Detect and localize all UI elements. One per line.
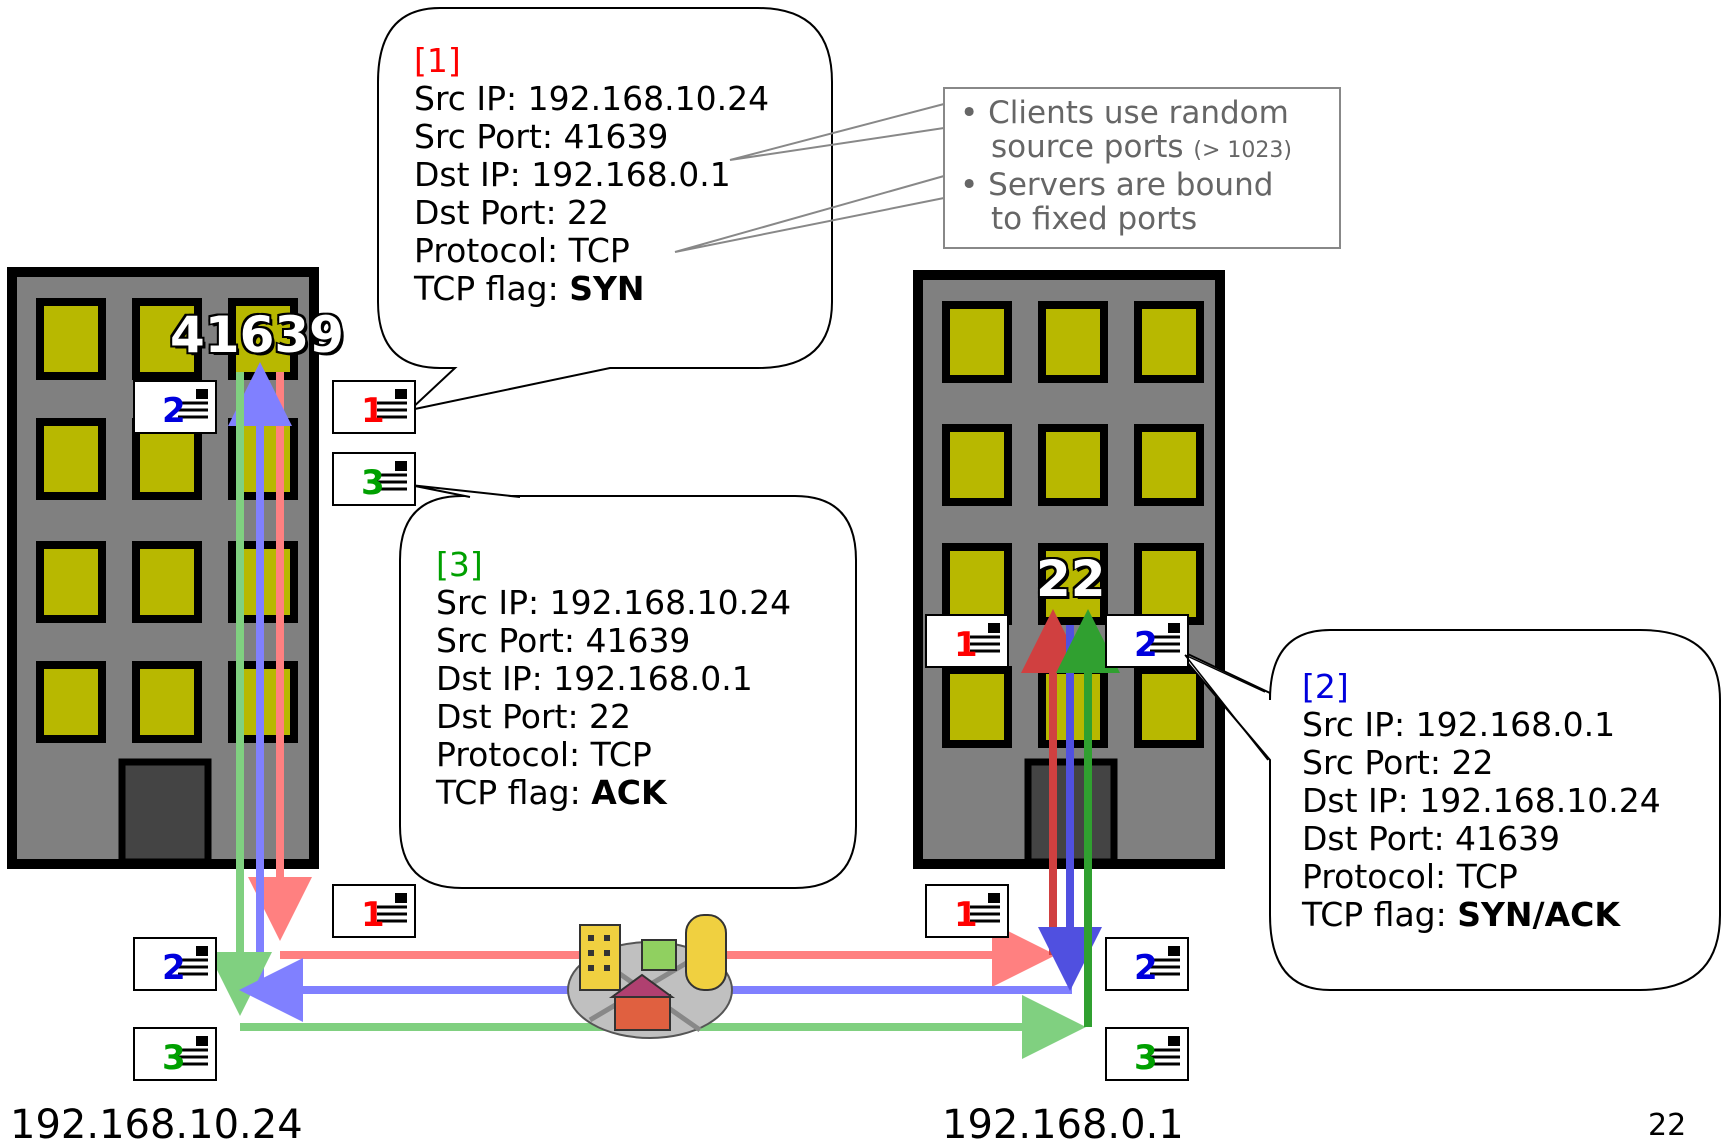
bubble-1-src-port: Src Port: 41639	[414, 118, 769, 156]
server-port-label: 22	[1036, 550, 1106, 608]
bubble-1-dst-port: Dst Port: 22	[414, 194, 769, 232]
internet-icon	[568, 915, 732, 1038]
bubble-3-title: [3]	[436, 546, 791, 584]
envelope-packet-2: 2	[1106, 615, 1188, 667]
note-item-1: • Clients use random	[960, 96, 1292, 130]
bubble-1-dst-ip: Dst IP: 192.168.0.1	[414, 156, 769, 194]
envelope-packet-3: 3	[333, 453, 415, 505]
envelope-packet-3: 3	[134, 1028, 216, 1080]
envelope-number: 3	[361, 463, 385, 503]
server-building-window	[946, 305, 1008, 379]
bubble-3-dst-ip: Dst IP: 192.168.0.1	[436, 660, 791, 698]
bubble-2-title: [2]	[1302, 668, 1661, 706]
bubble-2-dst-ip: Dst IP: 192.168.10.24	[1302, 782, 1661, 820]
server-building-window	[1042, 428, 1104, 502]
note-item-2: • Servers are bound	[960, 168, 1292, 202]
envelope-number: 2	[1134, 625, 1158, 665]
bubble-3-flag-label: TCP flag:	[436, 773, 581, 812]
server-building-window	[1138, 670, 1200, 744]
note-text: • Clients use random source ports (> 102…	[960, 96, 1292, 236]
envelope-packet-2: 2	[1106, 938, 1188, 990]
bubble-1-text: [1] Src IP: 192.168.10.24 Src Port: 4163…	[414, 42, 769, 308]
server-building-window	[946, 547, 1008, 621]
envelope-number: 2	[162, 391, 186, 431]
server-building-window	[1138, 305, 1200, 379]
client-building-window	[136, 665, 198, 739]
bubble-2-flag: SYN/ACK	[1457, 895, 1620, 934]
bubble-2-text: [2] Src IP: 192.168.0.1 Src Port: 22 Dst…	[1302, 668, 1661, 934]
bubble-2-src-port: Src Port: 22	[1302, 744, 1661, 782]
bubble-2-src-ip: Src IP: 192.168.0.1	[1302, 706, 1661, 744]
client-port-label: 41639	[170, 306, 344, 364]
server-building-window	[1042, 305, 1104, 379]
envelope-packet-1: 1	[333, 381, 415, 433]
bubble-3-text: [3] Src IP: 192.168.10.24 Src Port: 4163…	[436, 546, 791, 812]
bubble-2-dst-port: Dst Port: 41639	[1302, 820, 1661, 858]
server-building-window	[1138, 547, 1200, 621]
bubble-3-flag: ACK	[591, 773, 666, 812]
envelope-packet-1: 1	[333, 885, 415, 937]
bubble-3-src-ip: Src IP: 192.168.10.24	[436, 584, 791, 622]
server-building-window	[946, 428, 1008, 502]
client-ip-label: 192.168.10.24	[10, 1102, 303, 1148]
page-number: 22	[1648, 1108, 1686, 1143]
note-item-1-cont: source ports (> 1023)	[960, 130, 1292, 168]
bubble-1-protocol: Protocol: TCP	[414, 232, 769, 270]
bubble-1-src-ip: Src IP: 192.168.10.24	[414, 80, 769, 118]
envelope-packet-3: 3	[1106, 1028, 1188, 1080]
bubble-3-tail	[410, 485, 520, 497]
bubble-2-protocol: Protocol: TCP	[1302, 858, 1661, 896]
envelope-packet-2: 2	[134, 381, 216, 433]
client-building-window	[40, 545, 102, 619]
client-building-window	[136, 545, 198, 619]
envelope-number: 3	[162, 1038, 186, 1078]
envelope-packet-2: 2	[134, 938, 216, 990]
envelope-number: 1	[954, 625, 978, 665]
envelope-packet-1: 1	[926, 615, 1008, 667]
note-item-2-cont: to fixed ports	[960, 202, 1292, 236]
envelope-packet-1: 1	[926, 885, 1008, 937]
server-building-window	[1138, 428, 1200, 502]
bubble-2-flag-label: TCP flag:	[1302, 895, 1447, 934]
client-building-window	[40, 422, 102, 496]
bubble-3-protocol: Protocol: TCP	[436, 736, 791, 774]
bubble-3-dst-port: Dst Port: 22	[436, 698, 791, 736]
envelope-number: 2	[162, 948, 186, 988]
client-building-window	[40, 665, 102, 739]
envelope-number: 3	[1134, 1038, 1158, 1078]
envelope-number: 1	[954, 895, 978, 935]
bubble-1-flag: SYN	[569, 269, 644, 308]
envelope-number: 1	[361, 391, 385, 431]
bubble-1-flag-label: TCP flag:	[414, 269, 559, 308]
server-building-window	[946, 670, 1008, 744]
bubble-1-title: [1]	[414, 42, 769, 80]
bubble-3-src-port: Src Port: 41639	[436, 622, 791, 660]
client-building-window	[40, 302, 102, 376]
server-ip-label: 192.168.0.1	[942, 1102, 1184, 1148]
envelope-number: 1	[361, 895, 385, 935]
envelope-number: 2	[1134, 948, 1158, 988]
